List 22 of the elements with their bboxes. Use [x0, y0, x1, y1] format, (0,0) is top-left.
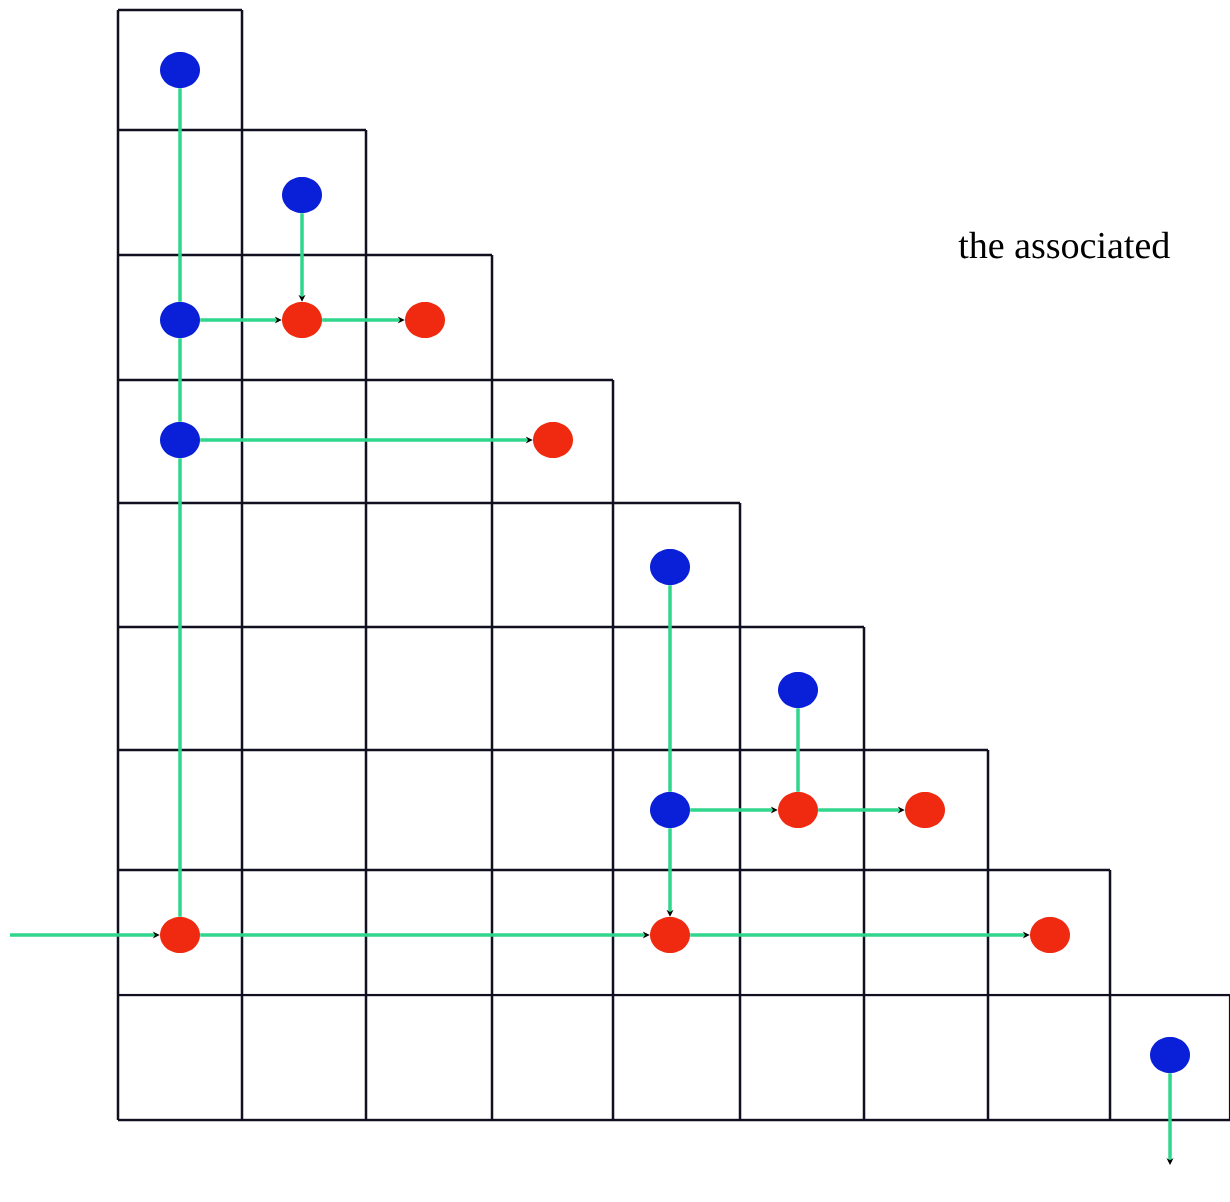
dot	[282, 177, 322, 213]
dot	[778, 672, 818, 708]
connector	[178, 458, 182, 917]
dot	[533, 422, 573, 458]
dot	[650, 917, 690, 953]
connector	[178, 88, 182, 302]
dot	[778, 792, 818, 828]
dot	[405, 302, 445, 338]
connector	[796, 708, 800, 792]
dot	[160, 52, 200, 88]
dot	[160, 917, 200, 953]
note-text: the associated	[958, 231, 1170, 259]
dot	[160, 302, 200, 338]
dot	[650, 792, 690, 828]
connector	[668, 585, 672, 792]
dot	[650, 549, 690, 585]
dot	[282, 302, 322, 338]
dot	[1150, 1037, 1190, 1073]
dot	[905, 792, 945, 828]
connector	[178, 338, 182, 422]
dot	[1030, 917, 1070, 953]
dot	[160, 422, 200, 458]
